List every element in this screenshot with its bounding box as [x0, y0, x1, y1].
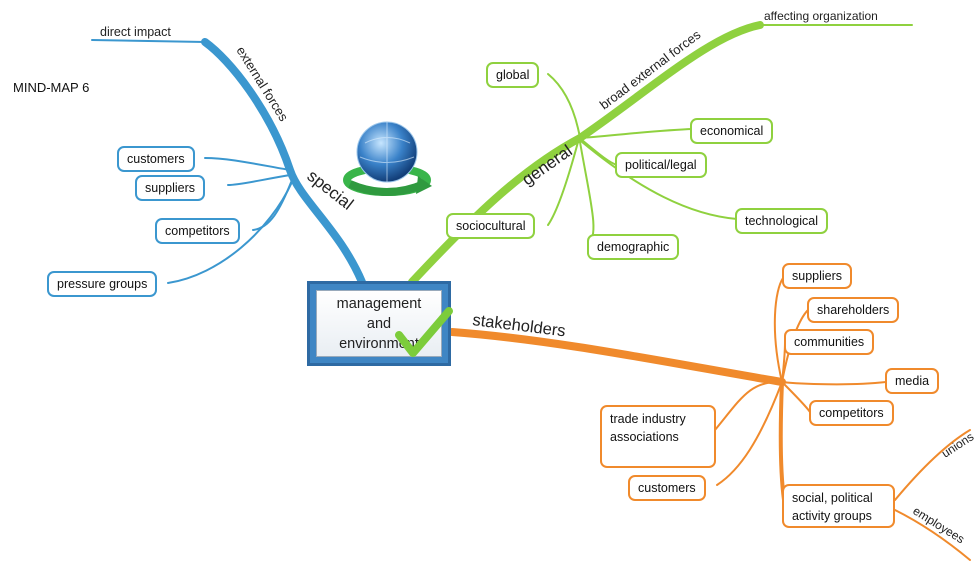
broad-external-forces-label: broad external forces — [597, 27, 704, 113]
checkmark-icon — [395, 307, 453, 357]
unions-label: unions — [939, 430, 976, 461]
globe-icon — [343, 121, 432, 196]
special-node-pressure-groups: pressure groups — [47, 271, 158, 297]
stakeholder-node-customers: customers — [628, 475, 706, 501]
special-branch-lines — [91, 38, 366, 286]
stakeholder-node-suppliers: suppliers — [782, 263, 853, 289]
general-node-political-legal: political/legal — [615, 152, 707, 178]
special-node-competitors: competitors — [155, 218, 240, 244]
stakeholder-node-competitors: competitors — [809, 400, 894, 426]
central-topic-line-1: management — [336, 296, 422, 312]
general-node-technological: technological — [735, 208, 828, 234]
affecting-organization-label: affecting organization — [764, 9, 878, 23]
stakeholder-node-social-political-activity-groups: social, political activity groups — [782, 484, 895, 528]
central-topic: management and environment — [307, 281, 451, 366]
stakeholder-node-trade-industry-associations: trade industry associations — [600, 405, 716, 468]
direct-impact-label: direct impact — [100, 25, 171, 39]
general-node-global: global — [486, 62, 540, 88]
special-node-suppliers: suppliers — [135, 175, 206, 201]
employees-label: employees — [910, 504, 967, 547]
general-node-demographic: demographic — [587, 234, 680, 260]
stakeholder-node-media: media — [885, 368, 940, 394]
central-topic-line-2: and — [366, 316, 392, 332]
map-title: MIND-MAP 6 — [13, 80, 90, 95]
stakeholder-node-communities: communities — [784, 329, 875, 355]
stakeholder-node-shareholders: shareholders — [807, 297, 900, 323]
general-node-economical: economical — [690, 118, 774, 144]
general-node-sociocultural: sociocultural — [446, 213, 536, 239]
special-node-customers: customers — [117, 146, 195, 172]
